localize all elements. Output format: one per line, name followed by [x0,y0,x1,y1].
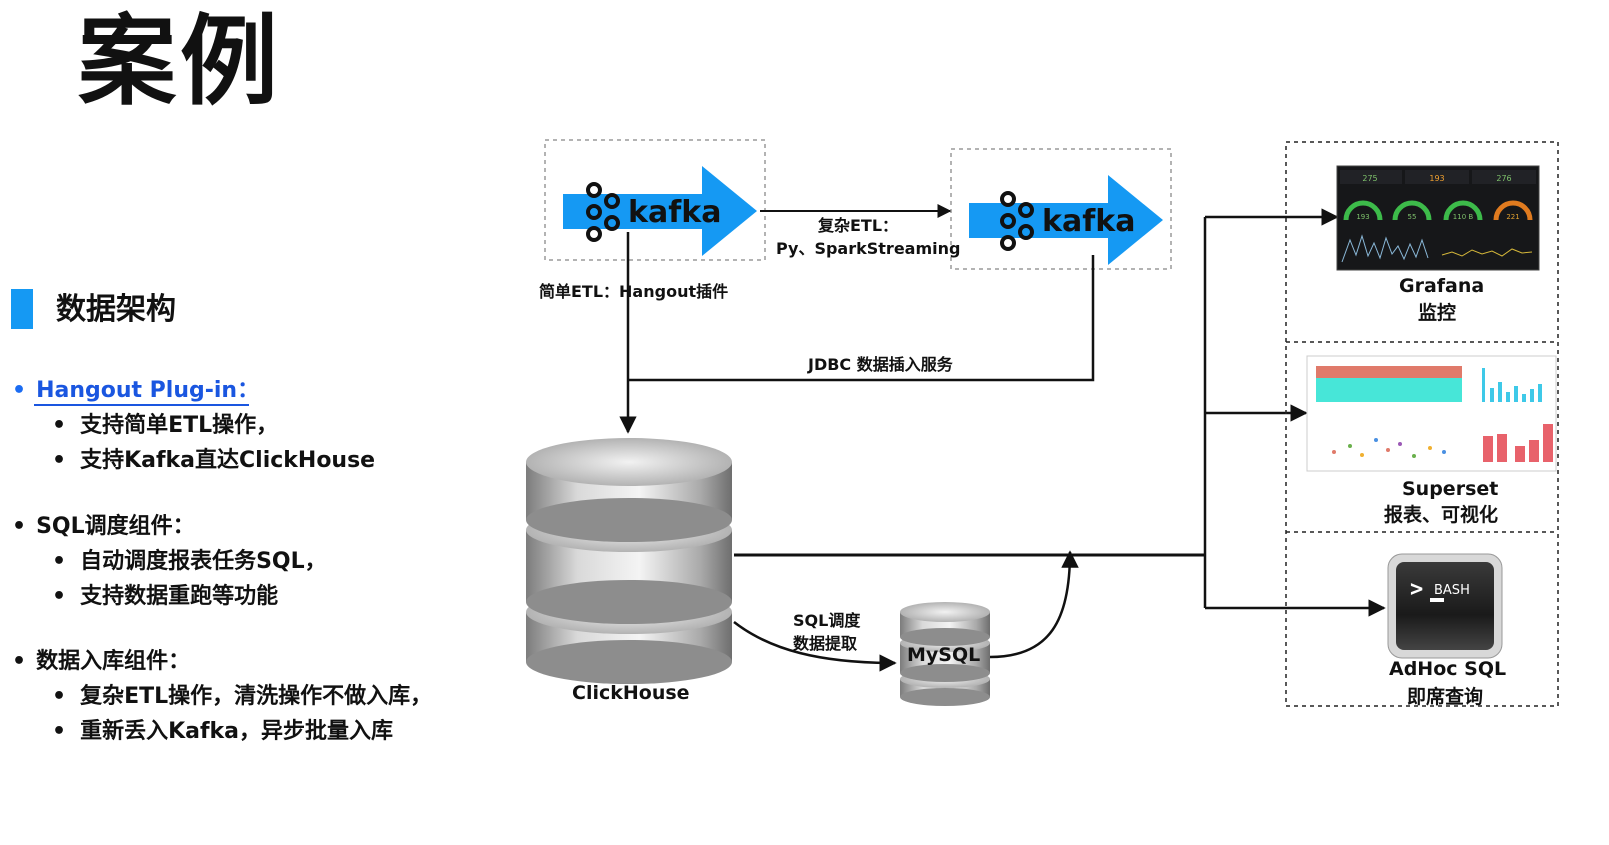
scatter-point-icon [1412,454,1416,458]
edge-mysql-to-bus [989,550,1079,659]
scatter-point-icon [1442,450,1446,454]
simple-etl-label: 简单ETL：Hangout插件 [539,282,728,301]
kafka-source-box [544,139,766,261]
sql-schedule-label: SQL调度 [793,611,861,630]
grafana-sub-label: 监控 [1418,301,1456,324]
page-title: 案例 [78,5,283,119]
adhoc-label: AdHoc SQL [1389,658,1506,680]
gauge-icon [1493,200,1533,221]
section-accent-bar [11,289,33,329]
sparkline-icon [1441,248,1533,257]
grafana-dashboard-thumbnail: 275 193 276 193 55 110 B 221 [1336,165,1540,271]
grafana-stat: 276 [1496,174,1511,183]
bullet-ingest: • 数据入库组件： [12,648,190,676]
edge-jdbc [628,255,1095,382]
prompt-icon: > [1410,577,1423,602]
sub-bullet-text: 支持简单ETL操作， [80,413,279,438]
sub-bullet-text: 复杂ETL操作，清洗操作不做入库， [80,684,433,709]
bullet-label-ingest: 数据入库组件： [36,649,191,674]
hangout-underline [34,404,249,406]
edge-clickhouse-to-mysql [733,621,897,672]
mysql-database-icon [900,602,990,706]
gauge-icon [1392,200,1432,221]
clickhouse-database-icon [526,438,732,684]
mysql-label: MySQL [907,644,980,666]
superset-sub-label: 报表、可视化 [1384,503,1498,526]
kafka-label: kafka [628,195,721,230]
kafka-logo-icon [586,182,620,242]
jdbc-label: JDBC 数据插入服务 [807,355,954,374]
superset-dashboard-thumbnail [1306,355,1557,472]
gauge-value: 193 [1356,213,1369,221]
scatter-point-icon [1332,450,1336,454]
superset-label: Superset [1402,478,1498,500]
sql-extract-label: 数据提取 [793,634,857,653]
scatter-point-icon [1398,442,1402,446]
scatter-point-icon [1374,438,1378,442]
sub-bullet-text: 支持Kafka直达ClickHouse [80,448,376,473]
sub-bullet: •支持简单ETL操作， [52,413,279,438]
sub-bullet: •复杂ETL操作，清洗操作不做入库， [52,684,433,709]
bullet-hangout: • Hangout Plug-in： [12,377,259,405]
sub-bullet: •支持Kafka直达ClickHouse [52,448,376,473]
scatter-point-icon [1428,446,1432,450]
complex-etl-label-2: Py、SparkStreaming [776,239,960,258]
sub-bullet-text: 支持数据重跑等功能 [80,584,279,609]
adhoc-sub-label: 即席查询 [1407,685,1483,708]
complex-etl-label: 复杂ETL： [817,216,898,235]
kafka-target-node: kafka [950,148,1172,270]
clickhouse-label: ClickHouse [572,682,690,704]
kafka-label: kafka [1042,204,1135,239]
bullet-dot: • [12,378,27,403]
kafka-arrow-shape [969,175,1163,265]
bullet-dot: • [12,514,27,539]
gauge-value: 55 [1408,213,1417,221]
grafana-stat: 275 [1362,174,1377,183]
gauge-icon [1343,200,1383,221]
bash-label: BASH [1434,583,1470,598]
gauge-value: 221 [1506,213,1519,221]
gauge-icon [1443,200,1483,221]
sub-bullet: •自动调度报表任务SQL， [52,549,327,574]
sparkline-icon [1341,234,1429,263]
scatter-point-icon [1360,453,1364,457]
kafka-arrow-shape [563,166,757,256]
bash-terminal-icon: > BASH [1387,553,1503,659]
kafka-logo-icon [1000,191,1034,251]
kafka-source-node: kafka [544,139,766,261]
sub-bullet-text: 重新丢入Kafka，异步批量入库 [80,719,394,744]
bullet-label-sql: SQL调度组件： [36,514,195,539]
grafana-stat: 193 [1429,174,1444,183]
bullet-dot: • [12,649,27,674]
gauge-value: 110 B [1453,213,1474,221]
sub-bullet-text: 自动调度报表任务SQL， [80,549,327,574]
scatter-point-icon [1348,444,1352,448]
scatter-point-icon [1386,448,1390,452]
grafana-label: Grafana [1399,275,1484,297]
bullet-sql: • SQL调度组件： [12,513,195,541]
consumers-panel [1285,141,1559,707]
section-title: 数据架构 [56,292,176,327]
sub-bullet: •重新丢入Kafka，异步批量入库 [52,719,394,744]
bullet-label-hangout[interactable]: Hangout Plug-in： [36,378,260,403]
sub-bullet: •支持数据重跑等功能 [52,584,279,609]
